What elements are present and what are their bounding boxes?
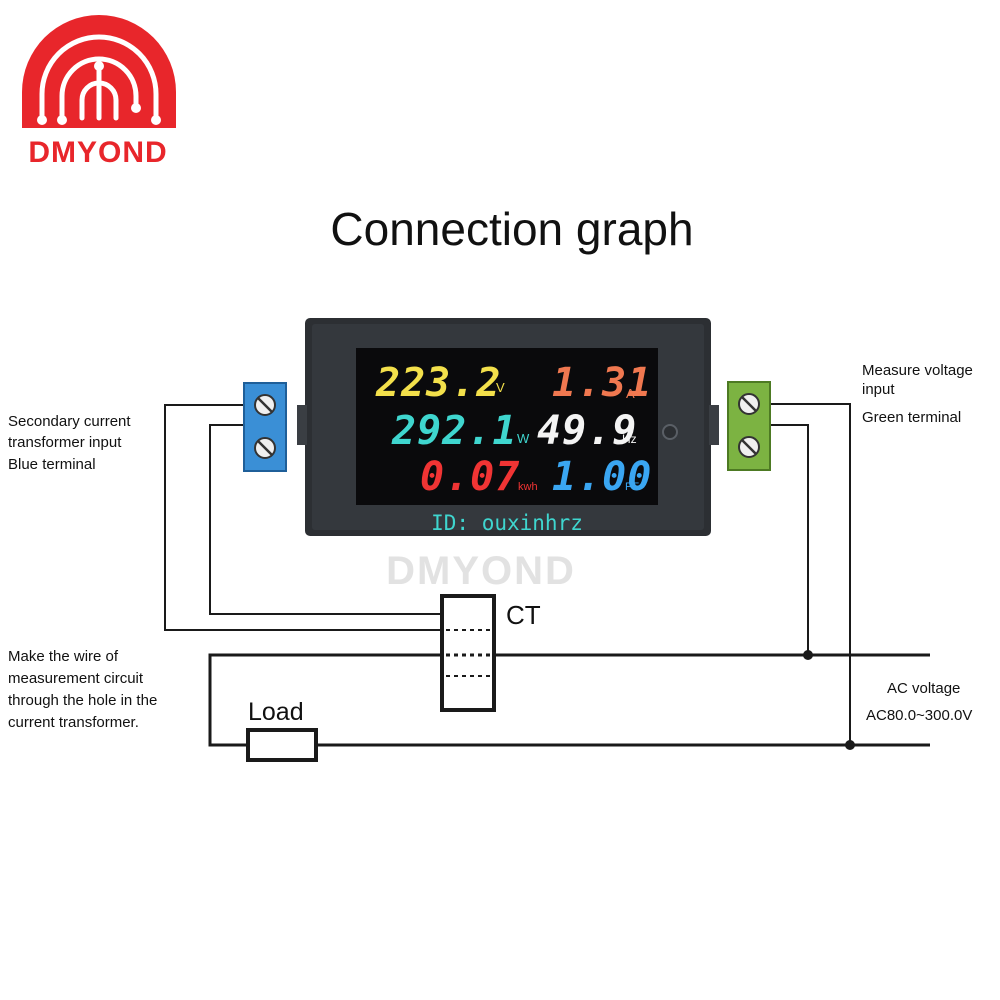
- label-line: measurement circuit: [8, 670, 144, 687]
- wires: [164, 403, 930, 747]
- blue-terminal: [243, 382, 287, 472]
- wire-blue-bottom: [209, 424, 442, 615]
- ac-voltage-range: AC80.0~300.0V: [866, 707, 972, 724]
- power-unit: W: [517, 431, 530, 446]
- ct-label: CT: [506, 600, 541, 630]
- label-line: Blue terminal: [8, 456, 96, 473]
- ac-voltage-label: AC voltage AC80.0~300.0V: [866, 680, 972, 724]
- wire-blue-top: [164, 404, 442, 631]
- wire-green-top: [770, 403, 851, 745]
- meter-button[interactable]: [662, 424, 678, 440]
- label-line: Make the wire of: [8, 648, 119, 665]
- junction-dot: [803, 650, 813, 660]
- voltage-unit: V: [496, 380, 505, 395]
- watermark: DMYOND: [386, 549, 576, 593]
- brand-logo: DMYOND: [22, 15, 176, 169]
- wire-green-bottom: [770, 424, 809, 655]
- diagram-title: Connection graph: [330, 203, 693, 255]
- power-factor-value: 1.00: [552, 454, 652, 500]
- voltage-value: 223.2: [375, 360, 501, 406]
- frequency-value: 49.9: [537, 408, 637, 454]
- right-terminal-label: Measure voltage input Green terminal: [862, 362, 973, 426]
- label-line: input: [862, 381, 895, 398]
- power-factor-unit: PF: [625, 481, 639, 493]
- left-terminal-label: Secondary current transformer input Blue…: [8, 413, 131, 473]
- circuit-top-line: [208, 653, 930, 747]
- current-unit: A: [626, 386, 635, 401]
- label-line: Green terminal: [862, 409, 961, 426]
- label-line: Secondary current: [8, 413, 131, 430]
- meter-id: ID: ouxinhrz: [431, 511, 583, 535]
- current-transformer: CT: [440, 594, 541, 712]
- load-resistor: Load: [246, 698, 318, 762]
- load-label: Load: [248, 698, 304, 726]
- energy-unit: kwh: [518, 481, 538, 493]
- frequency-unit: Hz: [622, 432, 637, 446]
- power-value: 292.1: [391, 408, 517, 454]
- label-line: Measure voltage: [862, 362, 973, 379]
- label-line: current transformer.: [8, 714, 139, 731]
- instruction-label: Make the wire of measurement circuit thr…: [8, 648, 157, 731]
- label-line: through the hole in the: [8, 692, 157, 709]
- junction-dot: [845, 740, 855, 750]
- green-terminal: [727, 381, 771, 471]
- power-meter: 223.2 V 1.31 A 292.1 W 49.9 Hz 0.07 kwh …: [297, 318, 719, 536]
- current-value: 1.31: [552, 360, 652, 406]
- brand-name: DMYOND: [28, 136, 167, 169]
- ac-voltage-title: AC voltage: [887, 680, 960, 697]
- energy-value: 0.07: [420, 454, 520, 500]
- meter-screen: [356, 348, 658, 505]
- label-line: transformer input: [8, 434, 122, 451]
